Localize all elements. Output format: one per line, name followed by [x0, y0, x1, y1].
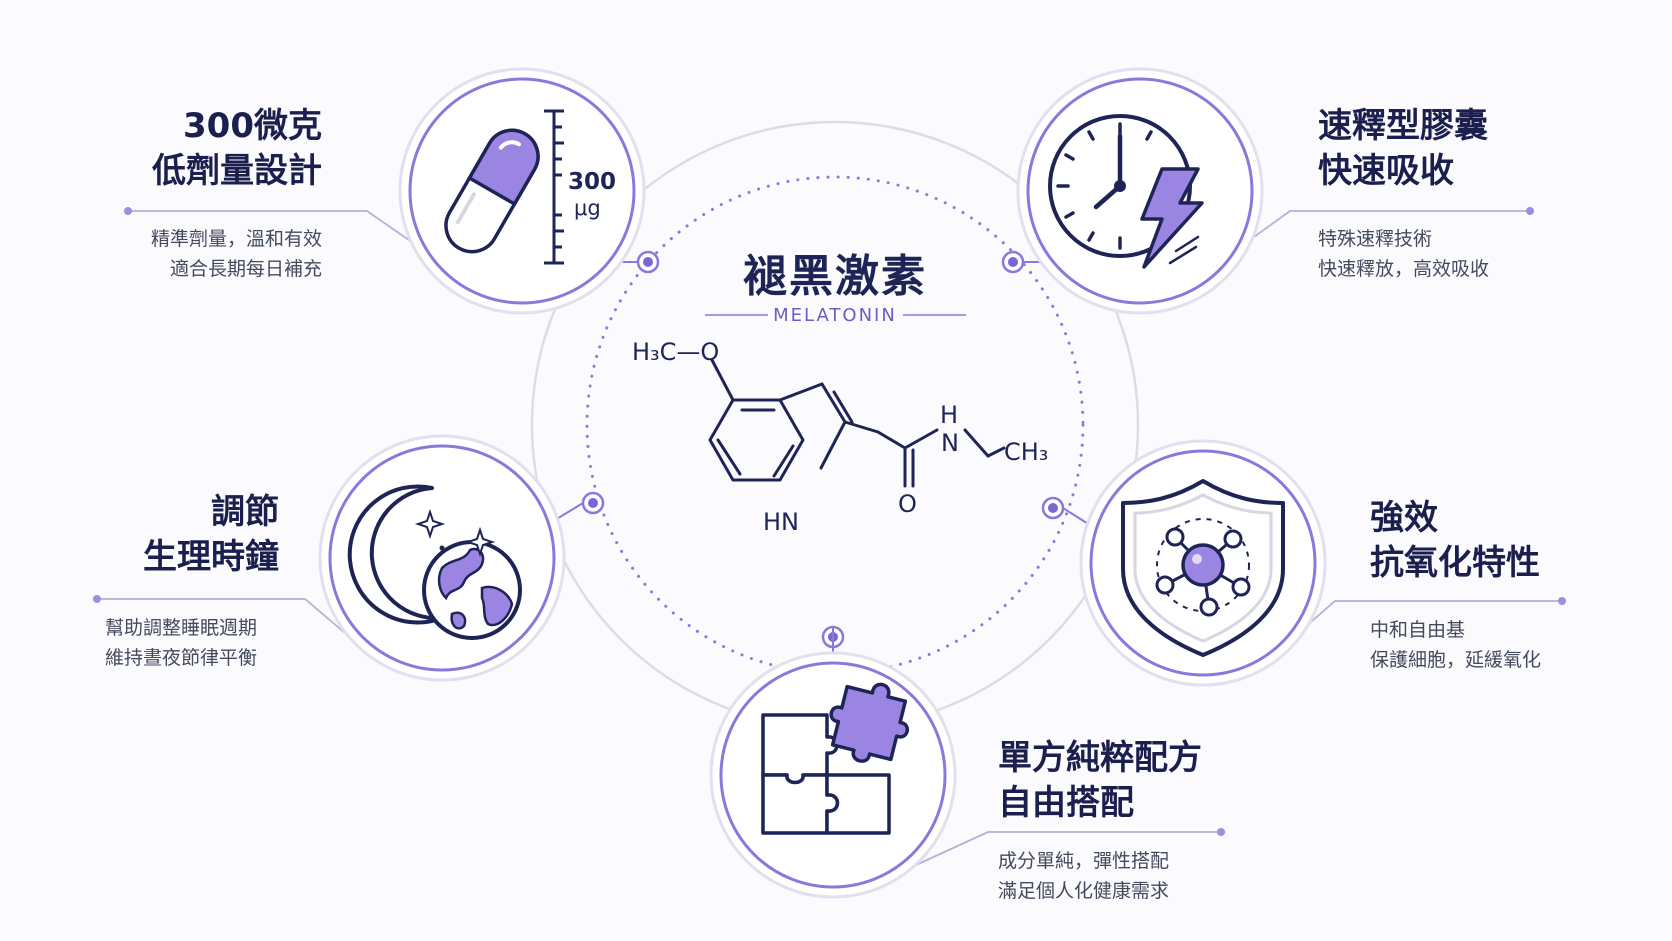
capsule-desc-line-2: 快速釋放，高效吸收: [1318, 258, 1490, 280]
dose-desc-line-2: 適合長期每日補充: [169, 258, 322, 280]
molecule-methyl: CH₃: [1004, 438, 1048, 466]
antioxidant-title: 強效 抗氧化特性: [1370, 496, 1540, 586]
formula-desc-line-2: 滿足個人化健康需求: [998, 880, 1170, 902]
shield-molecule-icon: [1121, 479, 1285, 657]
scale-value: 300: [568, 169, 616, 195]
ring-node-circadian: [581, 491, 605, 515]
formula-desc: 成分單純，彈性搭配 滿足個人化健康需求: [998, 846, 1169, 906]
scale-unit: μg: [574, 196, 601, 220]
antioxidant-title-line-2: 抗氧化特性: [1370, 543, 1540, 583]
antioxidant-desc-line-2: 保護細胞，延緩氧化: [1370, 649, 1542, 671]
molecule-carbonyl-o: O: [898, 490, 917, 518]
moon-earth-icon: [347, 484, 522, 640]
circadian-icon-circle: [318, 434, 566, 682]
capsule-desc: 特殊速釋技術 快速釋放，高效吸收: [1318, 224, 1489, 284]
molecule-amide-h: H: [940, 401, 958, 429]
capsule-title: 速釋型膠囊 快速吸收: [1318, 104, 1488, 194]
antioxidant-icon-circle: [1079, 439, 1327, 687]
puzzle-icon: [761, 682, 909, 835]
molecule-indole-nh: HN: [763, 508, 799, 536]
node-links: [554, 261, 1091, 655]
circadian-desc: 幫助調整睡眠週期 維持晝夜節律平衡: [105, 613, 257, 673]
molecule-amide-n: N: [941, 429, 959, 457]
ring-node-antioxidant: [1041, 496, 1065, 520]
capsule-icon-circle: [1016, 67, 1264, 315]
clock-lightning-icon: [1048, 114, 1204, 269]
center-subtitle: MELATONIN: [773, 305, 897, 326]
formula-title: 單方純粹配方 自由搭配: [998, 736, 1202, 826]
inner-dotted-ring: [585, 175, 1085, 675]
ring-node-dots: [581, 250, 1065, 649]
dose-title-line-2: 低劑量設計: [152, 151, 322, 191]
circadian-title-line-2: 生理時鐘: [143, 537, 279, 577]
dose-title: 300微克 低劑量設計: [152, 104, 322, 194]
circadian-desc-line-1: 幫助調整睡眠週期: [105, 617, 258, 639]
dose-desc-line-1: 精準劑量，溫和有效: [150, 228, 322, 250]
antioxidant-desc: 中和自由基 保護細胞，延緩氧化: [1370, 615, 1541, 675]
molecule-methoxy: H₃C—O: [632, 338, 719, 366]
ring-node-dose: [636, 250, 660, 274]
scale-ruler: [544, 109, 564, 265]
ring-node-capsule: [1001, 250, 1025, 274]
center-title: 褪黑激素: [743, 251, 927, 302]
dose-title-line-1: 300微克: [183, 106, 322, 146]
antioxidant-desc-line-1: 中和自由基: [1370, 619, 1466, 641]
circadian-title: 調節 生理時鐘: [143, 490, 279, 580]
dose-icon-circle: 300 μg: [398, 67, 646, 315]
formula-desc-line-1: 成分單純，彈性搭配: [998, 850, 1170, 872]
circadian-title-line-1: 調節: [211, 492, 279, 532]
formula-title-line-1: 單方純粹配方: [998, 738, 1202, 778]
melatonin-structure: [708, 358, 1006, 488]
capsule-scale-icon: [444, 128, 540, 254]
circadian-desc-line-2: 維持晝夜節律平衡: [105, 647, 258, 669]
capsule-title-line-1: 速釋型膠囊: [1318, 106, 1488, 146]
capsule-desc-line-1: 特殊速釋技術: [1318, 228, 1433, 250]
antioxidant-title-line-1: 強效: [1370, 498, 1438, 538]
formula-icon-circle: [709, 651, 957, 899]
capsule-title-line-2: 快速吸收: [1318, 151, 1454, 191]
dose-desc: 精準劑量，溫和有效 適合長期每日補充: [151, 224, 322, 284]
formula-title-line-2: 自由搭配: [998, 783, 1134, 823]
